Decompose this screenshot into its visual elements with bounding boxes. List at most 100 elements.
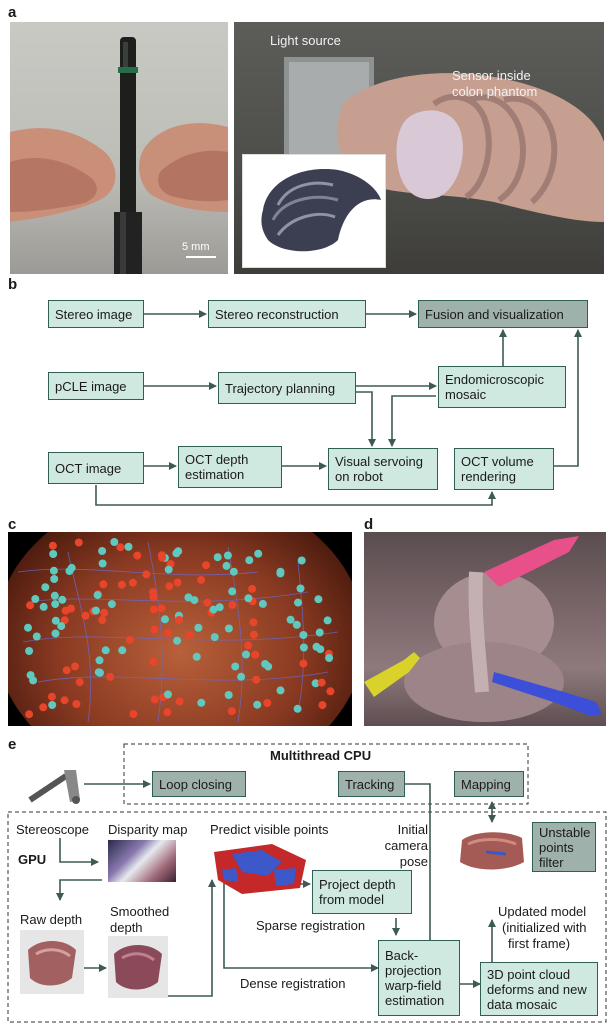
initial-camera-pose-line1: Initial <box>397 822 428 837</box>
tracked-point <box>165 582 174 591</box>
updated-model-line3: first frame) <box>508 936 571 951</box>
unstable-points-filter-box: Unstable points filter <box>532 822 596 872</box>
tracked-point <box>294 598 302 607</box>
tracked-point <box>248 584 257 593</box>
tracked-point <box>224 624 233 633</box>
sparse-registration-label: Sparse registration <box>256 918 366 933</box>
tracked-point <box>48 701 57 709</box>
predict-visible-points-label: Predict visible points <box>210 822 329 837</box>
tracked-point <box>67 604 75 613</box>
tracked-point <box>157 551 166 560</box>
tracked-point <box>173 636 182 645</box>
tracked-point <box>98 559 107 568</box>
tracked-point <box>95 656 104 665</box>
tracked-point <box>106 672 115 681</box>
tracked-point <box>164 690 172 699</box>
smoothed-depth-line2: depth <box>110 920 143 935</box>
tracked-point <box>48 541 57 550</box>
tracked-point <box>93 591 102 600</box>
reconstruction-inset <box>242 154 386 268</box>
tracked-point <box>128 578 137 587</box>
tracked-point <box>57 622 66 631</box>
fusion-visualization-label: Fusion and visualization <box>425 306 564 322</box>
unstable-label-line1: Unstable <box>539 824 591 840</box>
tracked-point <box>47 692 56 701</box>
tracked-point <box>197 698 206 707</box>
tracked-point <box>117 580 126 589</box>
tracked-point <box>150 625 159 634</box>
tracked-point <box>209 605 218 614</box>
raw-depth-label: Raw depth <box>20 912 83 927</box>
backprojection-line2: projection <box>385 963 442 978</box>
tracked-point <box>249 618 258 627</box>
disparity-map-label: Disparity map <box>108 822 188 837</box>
tracked-point <box>276 686 285 695</box>
panel-label-a: a <box>8 4 17 21</box>
tracked-point <box>39 703 48 712</box>
tracked-point <box>60 616 69 625</box>
tracked-point <box>242 650 250 659</box>
tracked-point <box>323 616 332 625</box>
tracked-point <box>58 595 67 604</box>
tracked-point <box>163 628 172 637</box>
endomicroscopic-label-line1: Endomicroscopic <box>445 372 544 387</box>
tracked-point <box>129 710 138 718</box>
tracked-point <box>149 657 158 666</box>
loop-closing-label: Loop closing <box>159 776 232 792</box>
tracked-point <box>133 551 142 560</box>
tracked-point <box>98 547 107 555</box>
tracked-point <box>227 707 236 716</box>
tracked-point <box>210 633 219 642</box>
endomicroscopic-label-line2: mosaic <box>445 387 487 402</box>
tracked-point <box>74 538 83 547</box>
tracked-point <box>244 641 253 650</box>
tracked-point <box>244 594 253 603</box>
mapping-box: Mapping <box>454 771 524 797</box>
tracked-point <box>237 672 246 681</box>
stereo-reconstruction-label: Stereo reconstruction <box>215 306 339 322</box>
multithread-cpu-label: Multithread CPU <box>270 748 372 763</box>
panel-label-b: b <box>8 276 18 293</box>
tracked-point <box>224 691 233 699</box>
tracked-point <box>41 583 50 592</box>
tracked-point <box>194 623 203 632</box>
disparity-map-image <box>108 840 176 882</box>
tracked-point <box>292 620 301 629</box>
tracked-point <box>222 561 231 570</box>
tracked-point <box>91 606 100 615</box>
tracked-point <box>25 647 34 655</box>
visual-servoing-label-line2: on robot <box>335 469 383 484</box>
tracked-point <box>71 662 79 671</box>
project-depth-line1: Project depth <box>319 877 396 892</box>
backprojection-line1: Back- <box>385 948 419 963</box>
tracked-point <box>26 601 35 610</box>
tracked-point <box>228 600 237 609</box>
tracked-point <box>315 628 324 637</box>
tracked-point <box>318 701 327 710</box>
tracking-box: Tracking <box>338 771 405 797</box>
raw-depth-image <box>20 930 84 994</box>
pcle-image-box: pCLE image <box>48 372 144 400</box>
tracked-point <box>263 699 272 707</box>
initial-camera-pose-line3: pose <box>399 854 428 869</box>
oct-image-box: OCT image <box>48 452 144 484</box>
tracked-point <box>157 604 166 613</box>
unstable-label-line3: filter <box>539 854 564 870</box>
tracked-point <box>126 635 134 644</box>
tracked-point <box>223 551 232 560</box>
tracked-point <box>253 700 262 709</box>
tracked-point <box>293 704 302 713</box>
backprojection-box: Back- projection warp-field estimation <box>378 940 460 1016</box>
tracked-point <box>161 615 169 624</box>
point-cloud-line1: 3D point cloud <box>487 966 571 982</box>
tracked-point <box>325 654 334 662</box>
loop-closing-box: Loop closing <box>152 771 246 797</box>
scale-bar-label: 5 mm <box>182 241 210 253</box>
panel-label-e: e <box>8 736 17 753</box>
tracked-point <box>51 629 60 638</box>
tracking-label: Tracking <box>345 776 395 792</box>
mapping-label: Mapping <box>461 776 511 792</box>
smoothed-depth-image <box>108 936 168 998</box>
tracked-point <box>254 549 263 558</box>
